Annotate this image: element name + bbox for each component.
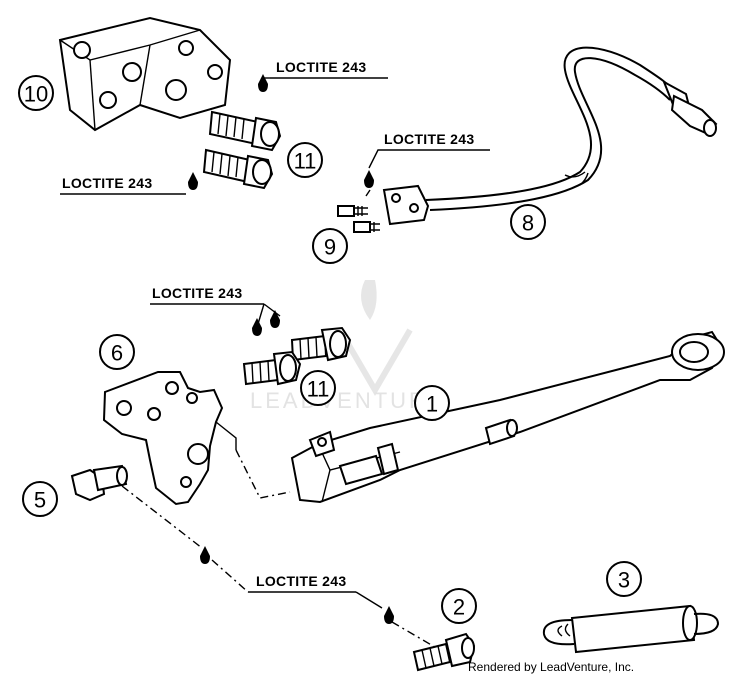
- part-5-pivot-bolt: [70, 464, 128, 502]
- watermark: LEADVENTURE: [250, 280, 446, 413]
- loctite-label-mid: LOCTITE 243: [152, 285, 242, 301]
- part-10-bracket: [58, 16, 232, 132]
- loctite-callout-mid: LOCTITE 243: [150, 285, 281, 336]
- loctite-label-left: LOCTITE 243: [62, 175, 152, 191]
- part-2-screw: [412, 632, 476, 672]
- part-number-6: 6: [99, 334, 135, 370]
- part-number-10: 10: [18, 75, 54, 111]
- svg-text:11: 11: [307, 377, 330, 402]
- part-number-9: 9: [312, 228, 348, 264]
- loctite-label-bottom: LOCTITE 243: [256, 573, 346, 589]
- part-8-sidestand-switch: [382, 46, 718, 226]
- loctite-callout-top: LOCTITE 243: [258, 59, 388, 92]
- loctite-label-top: LOCTITE 243: [276, 59, 366, 75]
- part-number-11-top: 11: [287, 142, 323, 178]
- part-6-mounting-plate: [102, 371, 237, 506]
- svg-text:11: 11: [294, 149, 317, 174]
- part-9-screws: [337, 205, 380, 233]
- loctite-callout-bottom: LOCTITE 243: [200, 546, 394, 624]
- loctite-callout-left: LOCTITE 243: [60, 172, 198, 195]
- part-11-bolts-top: [202, 110, 282, 190]
- watermark-text: LEADVENTURE: [250, 388, 446, 413]
- loctite-callout-wire: LOCTITE 243: [364, 131, 490, 197]
- part-number-3: 3: [606, 561, 642, 597]
- part-3-spring: [542, 604, 720, 654]
- leader-lines: [121, 449, 441, 651]
- svg-text:5: 5: [34, 488, 46, 513]
- svg-text:6: 6: [111, 341, 123, 366]
- part-11-bolts-mid: [242, 326, 352, 386]
- loctite-label-wire: LOCTITE 243: [384, 131, 474, 147]
- svg-text:10: 10: [24, 82, 48, 107]
- svg-text:3: 3: [618, 568, 630, 593]
- part-number-8: 8: [510, 204, 546, 240]
- svg-text:1: 1: [426, 392, 438, 417]
- part-number-5: 5: [22, 481, 58, 517]
- part-number-1: 1: [414, 385, 450, 421]
- part-number-2: 2: [441, 588, 477, 624]
- svg-text:8: 8: [522, 211, 534, 236]
- render-credit: Rendered by LeadVenture, Inc.: [468, 660, 634, 674]
- part-number-11-mid: 11: [300, 370, 336, 406]
- part-1-side-stand: [290, 330, 725, 504]
- svg-text:9: 9: [324, 235, 336, 260]
- svg-text:2: 2: [453, 595, 465, 620]
